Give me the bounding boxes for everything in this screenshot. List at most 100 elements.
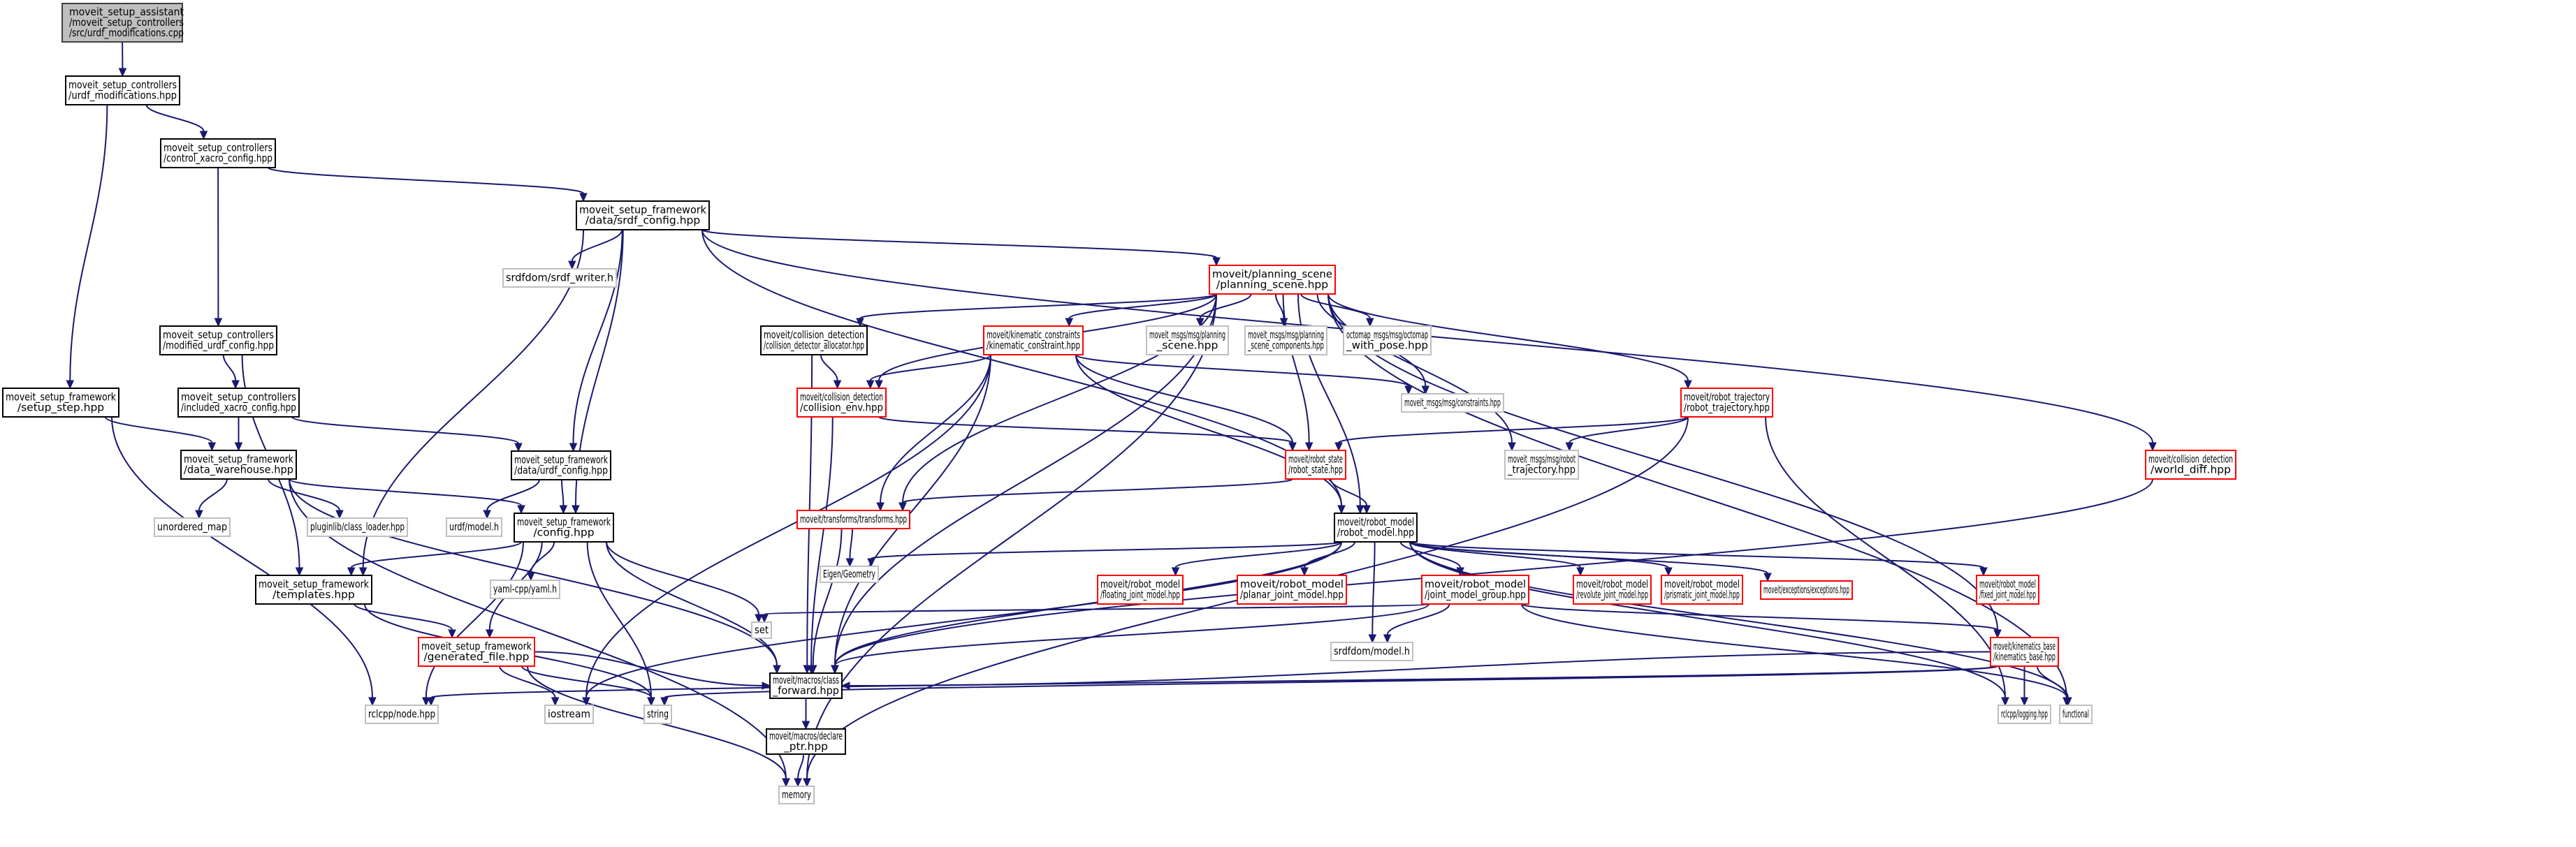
arrowhead-icon: [448, 629, 456, 639]
node-box: [180, 450, 297, 480]
edge-kinematic-constraint-to-collision-env: [869, 354, 991, 381]
edge-srdf-config-to-urdf-config: [572, 229, 623, 444]
graph-node-templates[interactable]: moveit_setup_framework/templates.hpp: [255, 575, 372, 605]
graph-node-fixed-joint[interactable]: moveit/robot_model/fixed_joint_model.hpp: [1976, 575, 2039, 605]
graph-node-modified-urdf[interactable]: moveit_setup_controllers/modified_urdf_c…: [159, 325, 277, 355]
node-label-line: moveit/macros/class: [773, 674, 839, 686]
arrowhead-icon: [1404, 385, 1413, 395]
graph-node-planar-joint[interactable]: moveit/robot_model/planar_joint_model.hp…: [1237, 575, 1347, 605]
arrowhead-icon: [1195, 318, 1205, 327]
edge-urdf-mod-hpp-to-setup-step: [69, 104, 108, 381]
edge-planning-scene-to-robot-state: [1282, 293, 1310, 443]
arrowhead-icon: [427, 697, 435, 707]
graph-node-transforms[interactable]: moveit/transforms/transforms.hpp: [796, 510, 910, 529]
node-label-line: /kinematic_constraint.hpp: [987, 339, 1080, 353]
graph-node-generated-file[interactable]: moveit_setup_framework/generated_file.hp…: [418, 637, 535, 667]
graph-node-collision-alloc[interactable]: moveit/collision_detection/collision_det…: [760, 325, 868, 355]
arrowhead-icon: [2020, 697, 2029, 707]
graph-node-kinematic-constraint[interactable]: moveit/kinematic_constraints/kinematic_c…: [983, 325, 1084, 355]
graph-node-control-xacro[interactable]: moveit_setup_controllers/control_xacro_c…: [160, 138, 276, 168]
graph-node-collision-env[interactable]: moveit/collision_detection/collision_env…: [796, 388, 887, 418]
graph-node-floating-joint[interactable]: moveit/robot_model/floating_joint_model.…: [1097, 575, 1184, 605]
arrowhead-icon: [295, 567, 304, 577]
node-label-line: moveit_setup_assistant: [69, 6, 184, 19]
graph-node-urdf-model: urdf/model.h: [446, 517, 502, 537]
nodes-layer: moveit_setup_assistant/moveit_setup_cont…: [2, 3, 2236, 804]
edge-generated-file-to-iostream: [499, 665, 556, 698]
node-label-line: string: [647, 708, 669, 721]
arrowhead-icon: [801, 721, 810, 730]
node-label-line: moveit/robot_model: [1664, 578, 1740, 591]
node-box: [2, 388, 119, 418]
node-box: [2059, 705, 2093, 724]
arrowhead-icon: [199, 131, 208, 140]
node-label-line: /planning_scene.hpp: [1216, 279, 1328, 292]
node-label-line: srdfdom/model.h: [1334, 645, 1410, 658]
node-box: [576, 200, 710, 230]
edge-joint-model-group-to-set: [764, 603, 1429, 615]
arrowhead-icon: [1366, 318, 1374, 327]
graph-node-config[interactable]: moveit_setup_framework/config.hpp: [514, 513, 614, 543]
arrowhead-icon: [1171, 567, 1180, 577]
node-label-line: _forward.hpp: [772, 684, 839, 698]
arrowhead-icon: [808, 665, 817, 675]
arrowhead-icon: [831, 665, 839, 675]
node-label-line: moveit_setup_framework: [421, 640, 532, 654]
node-label-line: moveit_setup_controllers: [68, 79, 177, 92]
graph-node-urdf-config[interactable]: moveit_setup_framework/data/urdf_config.…: [511, 450, 611, 480]
graph-node-joint-model-group[interactable]: moveit/robot_model/joint_model_group.hpp: [1421, 575, 1529, 605]
graph-node-setup-step[interactable]: moveit_setup_framework/setup_step.hpp: [2, 388, 119, 418]
node-label-line: /included_xacro_config.hpp: [181, 402, 296, 415]
graph-node-robot-model[interactable]: moveit/robot_model/robot_model.hpp: [1334, 513, 1418, 543]
node-box: [159, 325, 277, 355]
arrowhead-icon: [208, 442, 217, 452]
edge-robot-trajectory-to-msg-robot-traj: [1569, 416, 1689, 443]
node-label-line: /kinematics_base.hpp: [1993, 651, 2055, 664]
node-label-line: moveit/kinematic_constraints: [987, 329, 1080, 342]
graph-node-root[interactable]: moveit_setup_assistant/moveit_setup_cont…: [61, 3, 184, 43]
edge-control-xacro-to-srdf-config: [268, 167, 584, 194]
graph-node-included-xacro[interactable]: moveit_setup_controllers/included_xacro_…: [177, 388, 300, 418]
graph-node-class-forward[interactable]: moveit/macros/class_forward.hpp: [769, 672, 843, 699]
graph-node-octomap: octomap_msgs/msg/octomap_with_pose.hpp: [1343, 325, 1432, 355]
edge-collision-env-to-robot-state: [878, 416, 1293, 443]
graph-node-iostream: iostream: [544, 705, 594, 724]
graph-node-urdf-mod-hpp[interactable]: moveit_setup_controllers/urdf_modificati…: [65, 75, 180, 105]
edge-robot-model-to-functional: [1409, 541, 2067, 698]
graph-node-planning-scene[interactable]: moveit/planning_scene/planning_scene.hpp: [1209, 265, 1336, 295]
graph-node-robot-state[interactable]: moveit/robot_state/robot_state.hpp: [1285, 450, 1346, 480]
arrowhead-icon: [335, 510, 344, 520]
arrowhead-icon: [833, 380, 842, 390]
graph-node-kinematics-base[interactable]: moveit/kinematics_base/kinematics_base.h…: [1990, 637, 2059, 667]
node-label-line: /robot_state.hpp: [1288, 464, 1343, 477]
node-box: [446, 517, 502, 537]
node-box: [1097, 575, 1184, 605]
arrowhead-icon: [1508, 442, 1516, 452]
graph-node-srdf-config[interactable]: moveit_setup_framework/data/srdf_config.…: [576, 200, 710, 230]
graph-node-string: string: [643, 705, 672, 724]
edge-planning-scene-to-transforms: [902, 293, 1217, 503]
arrowhead-icon: [1279, 318, 1288, 327]
node-label-line: moveit_msgs/msg/planning: [1248, 329, 1324, 342]
node-label-line: moveit/robot_model: [1576, 578, 1648, 591]
edge-data-warehouse-to-config: [289, 478, 522, 506]
edge-planning-scene-to-msg-ps-components: [1274, 293, 1285, 319]
node-label-line: moveit/collision_detection: [800, 391, 883, 404]
node-label-line: /modified_urdf_config.hpp: [163, 339, 274, 353]
edge-collision-env-to-class-forward: [810, 416, 834, 666]
graph-node-declare-ptr[interactable]: moveit/macros/declare_ptr.hpp: [766, 728, 846, 755]
node-box: [177, 388, 300, 418]
graph-node-data-warehouse[interactable]: moveit_setup_framework/data_warehouse.hp…: [180, 450, 297, 480]
node-label-line: /joint_model_group.hpp: [1425, 589, 1526, 602]
graph-node-revolute-joint[interactable]: moveit/robot_model/revolute_joint_model.…: [1573, 575, 1652, 605]
edge-robot-model-to-revolute-joint: [1409, 541, 1581, 568]
graph-node-prismatic-joint[interactable]: moveit/robot_model/prismatic_joint_model…: [1661, 575, 1743, 605]
node-box: [544, 705, 594, 724]
node-label-line: moveit/robot_model: [1100, 578, 1180, 591]
graph-node-exceptions[interactable]: moveit/exceptions/exceptions.hpp: [1760, 580, 1853, 600]
graph-node-world-diff[interactable]: moveit/collision_detection/world_diff.hp…: [2145, 450, 2236, 480]
node-label-line: moveit/macros/declare: [769, 730, 843, 742]
node-label-line: moveit_setup_framework: [579, 204, 706, 217]
graph-node-robot-trajectory[interactable]: moveit/robot_trajectory/robot_trajectory…: [1680, 388, 1773, 418]
node-box: [1244, 325, 1327, 355]
